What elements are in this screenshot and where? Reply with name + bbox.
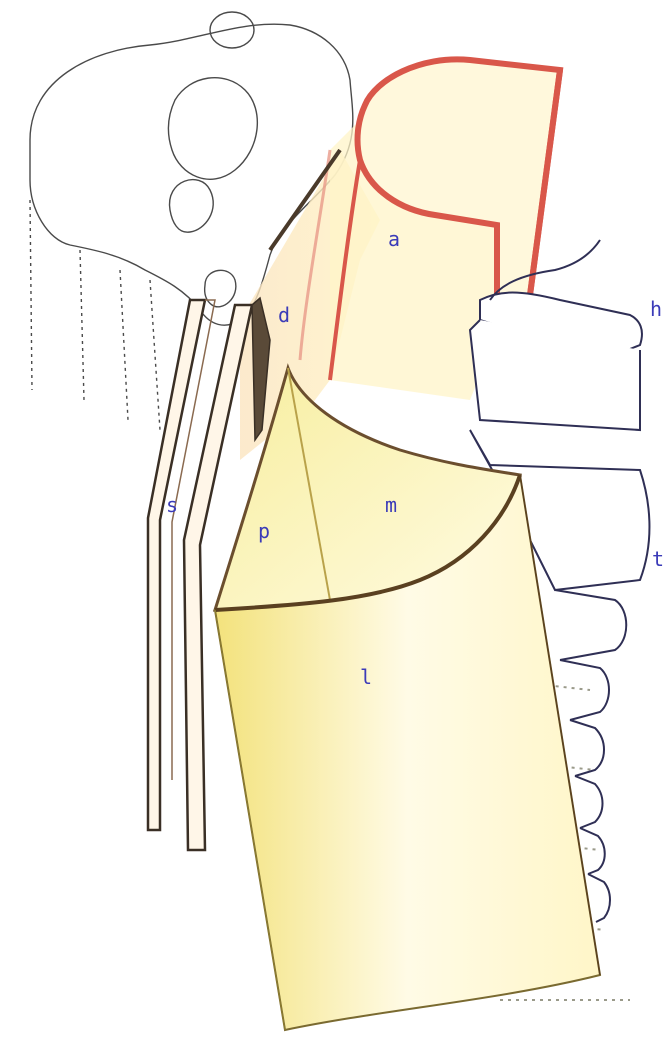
- label-m: m: [385, 493, 397, 517]
- label-h: h: [650, 297, 662, 321]
- label-a: a: [388, 227, 400, 251]
- label-l: l: [360, 665, 372, 689]
- label-s: s: [166, 493, 178, 517]
- label-p: p: [258, 519, 270, 543]
- label-d: d: [278, 303, 290, 327]
- label-t: t: [652, 547, 664, 571]
